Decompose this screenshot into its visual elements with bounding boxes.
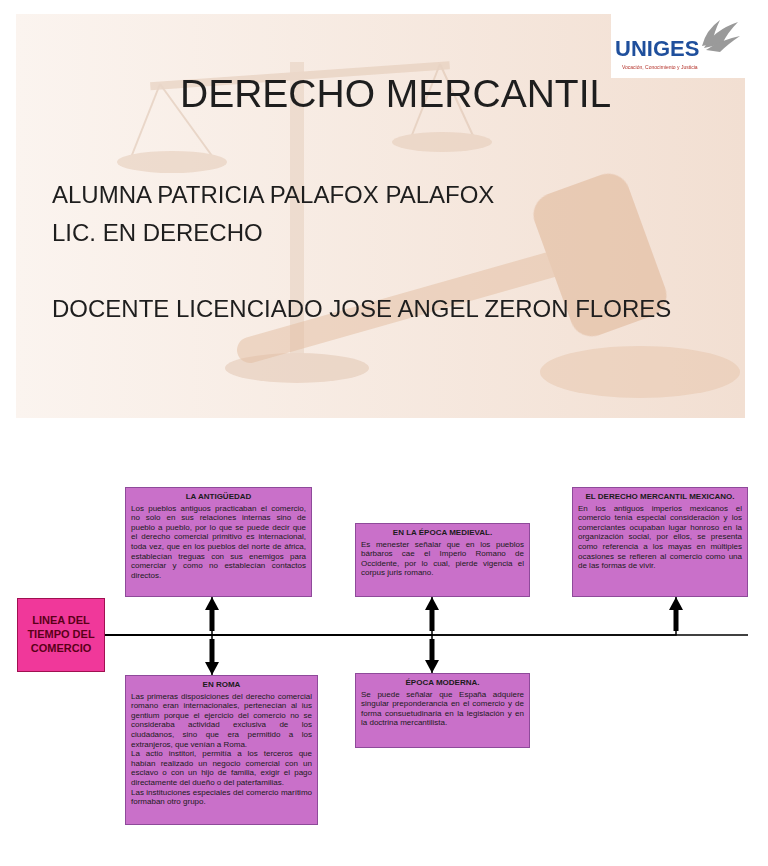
period-text: Se puede señalar que España adquiere sin… bbox=[361, 690, 524, 728]
scales-pan bbox=[117, 151, 227, 173]
logo-wing bbox=[702, 20, 740, 52]
period-text: La actio institori, permitía a los terce… bbox=[131, 749, 312, 787]
sound-block bbox=[540, 346, 740, 398]
slide-background bbox=[16, 14, 745, 418]
timeline-arrow bbox=[105, 635, 432, 673]
timeline-arrow bbox=[105, 635, 212, 675]
degree-name: LIC. EN DERECHO bbox=[52, 221, 263, 245]
timeline-arrow bbox=[105, 597, 676, 635]
timeline-title: LINEA DEL TIEMPO DEL COMERCIO bbox=[22, 614, 100, 655]
timeline-title-box: LINEA DEL TIEMPO DEL COMERCIO bbox=[17, 598, 105, 672]
arrow-line bbox=[105, 635, 432, 673]
logo-name: UNIGES bbox=[615, 38, 699, 60]
period-box: EL DERECHO MERCANTIL MEXICANO. En los ant… bbox=[572, 487, 748, 597]
arrow-stem bbox=[674, 609, 679, 631]
period-heading: EN LA ÉPOCA MEDIEVAL. bbox=[361, 528, 524, 538]
arrow-stem bbox=[210, 609, 215, 631]
arrow-line bbox=[105, 635, 212, 675]
period-text: Los pueblos antiguos practicaban el come… bbox=[131, 504, 306, 581]
arrow-stem bbox=[210, 639, 215, 663]
period-heading: EN ROMA bbox=[131, 680, 312, 690]
period-box: LA ANTIGÜEDAD Los pueblos antiguos practi… bbox=[125, 487, 312, 597]
logo-panel bbox=[611, 14, 745, 78]
scales-pan bbox=[392, 132, 492, 152]
period-box: EN ROMA Las primeras disposiciones del de… bbox=[125, 675, 318, 825]
period-box: EN LA ÉPOCA MEDIEVAL. Es menester señalar… bbox=[355, 523, 530, 597]
period-heading: EL DERECHO MERCANTIL MEXICANO. bbox=[578, 492, 742, 502]
student-name: ALUMNA PATRICIA PALAFOX PALAFOX bbox=[52, 183, 494, 207]
arrow-line bbox=[105, 597, 432, 635]
period-text: En los antiguos imperios mexicanos el co… bbox=[578, 504, 742, 571]
arrow-stem bbox=[430, 609, 435, 631]
period-heading: ÉPOCA MODERNA. bbox=[361, 678, 524, 688]
slide-title: DERECHO MERCANTIL bbox=[180, 74, 611, 113]
period-text: Es menester señalar que en los pueblos b… bbox=[361, 540, 524, 578]
arrow-line bbox=[105, 597, 212, 635]
timeline-arrow bbox=[105, 597, 432, 635]
period-text: Las primeras disposiciones del derecho c… bbox=[131, 692, 312, 750]
scales-string bbox=[130, 84, 160, 160]
logo-tagline: Vocación, Conocimiento y Justicia bbox=[622, 65, 698, 70]
arrow-line bbox=[105, 597, 676, 635]
period-text: Las instituciones especiales del comerci… bbox=[131, 788, 312, 807]
arrow-stem bbox=[430, 639, 435, 661]
teacher-name: DOCENTE LICENCIADO JOSE ANGEL ZERON FLOR… bbox=[52, 297, 671, 321]
timeline-arrow bbox=[105, 597, 212, 635]
period-heading: LA ANTIGÜEDAD bbox=[131, 492, 306, 502]
period-box: ÉPOCA MODERNA. Se puede señalar que Españ… bbox=[355, 673, 530, 748]
wing-feather bbox=[702, 20, 720, 46]
